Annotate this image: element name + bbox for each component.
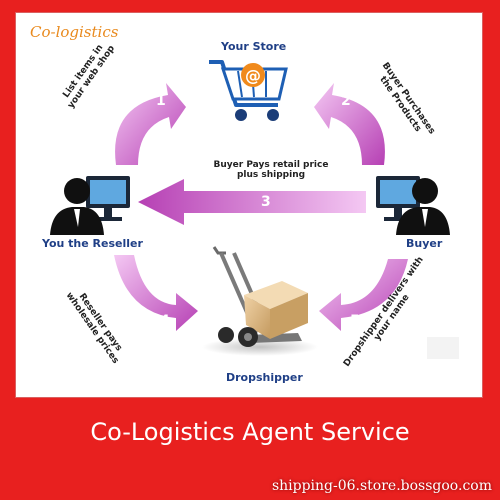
step-3-line-1: Buyer Pays retail price: [213, 160, 329, 170]
dropshipper-label: Dropshipper: [226, 371, 303, 384]
arrow-step-3: [138, 179, 366, 225]
buyer-person-icon: [376, 176, 450, 235]
step-3-number: 3: [261, 194, 271, 210]
buyer-label: Buyer: [406, 237, 443, 250]
step-2-number: 2: [341, 93, 351, 109]
arrow-step-5: [319, 259, 408, 331]
step-3-line-2: plus shipping: [236, 170, 306, 180]
step-1-number: 1: [156, 93, 166, 109]
step-4-number: 4: [160, 313, 170, 329]
arrow-step-1: [115, 83, 186, 165]
diagram-graphics: @: [50, 60, 459, 359]
store-at-symbol: @: [245, 66, 261, 85]
arrow-step-4: [114, 255, 198, 331]
footer-url: shipping-06.store.bossgoo.com: [271, 478, 492, 494]
blank-patch: [427, 337, 459, 359]
step-5-number: 5: [350, 313, 360, 329]
diagram-panel: Co-logistics: [15, 12, 483, 398]
arrow-step-2: [314, 83, 385, 165]
reseller-person-icon: [50, 176, 130, 235]
footer-title: Co-Logistics Agent Service: [90, 418, 410, 446]
shopping-cart-icon: [209, 60, 288, 121]
reseller-label: You the Reseller: [42, 237, 143, 250]
brand-logo-text: Co-logistics: [30, 23, 119, 41]
hand-truck-box-icon: [202, 246, 318, 356]
store-label: Your Store: [221, 40, 287, 53]
step-3-text: Buyer Pays retail price plus shipping: [196, 160, 346, 180]
